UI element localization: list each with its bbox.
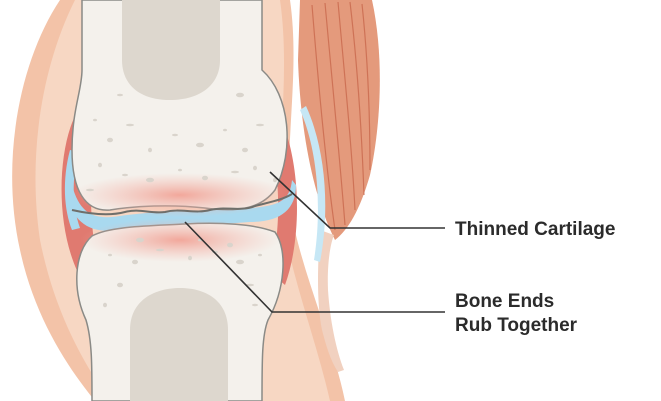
femur-marrow bbox=[122, 0, 220, 100]
bone-speckle bbox=[258, 254, 262, 257]
label-bone-ends-line2: Rub Together bbox=[455, 314, 577, 338]
bone-speckle bbox=[223, 129, 227, 132]
bone-speckle bbox=[236, 260, 244, 265]
bone-speckle bbox=[242, 148, 248, 153]
bone-speckle bbox=[98, 163, 102, 168]
bone-speckle bbox=[252, 304, 258, 307]
tibia-marrow bbox=[130, 288, 228, 401]
bone-speckle bbox=[136, 238, 144, 243]
bone-speckle bbox=[122, 174, 128, 177]
bone-speckle bbox=[202, 176, 208, 181]
label-thinned-cartilage: Thinned Cartilage bbox=[455, 218, 615, 242]
bone-speckle bbox=[117, 94, 123, 97]
bone-speckle bbox=[178, 169, 182, 172]
bone-speckle bbox=[148, 148, 152, 153]
bone-speckle bbox=[156, 249, 164, 252]
bone-speckle bbox=[117, 283, 123, 288]
bone-speckle bbox=[108, 254, 112, 257]
bone-speckle bbox=[227, 243, 233, 248]
bone-speckle bbox=[256, 124, 264, 127]
bone-speckle bbox=[86, 189, 94, 192]
bone-speckle bbox=[132, 260, 138, 265]
bone-speckle bbox=[231, 171, 239, 174]
label-bone-ends-rub-together: Bone Ends Rub Together bbox=[455, 290, 577, 338]
label-bone-ends-line1: Bone Ends bbox=[455, 290, 577, 314]
bone-speckle bbox=[107, 138, 113, 143]
bone-speckle bbox=[253, 166, 257, 171]
bone-speckle bbox=[146, 178, 154, 183]
bone-speckle bbox=[126, 124, 134, 127]
bone-speckle bbox=[103, 303, 107, 308]
bone-speckle bbox=[188, 256, 192, 261]
bone-speckle bbox=[236, 93, 244, 98]
bone-speckle bbox=[196, 143, 204, 148]
bone-speckle bbox=[172, 134, 178, 137]
bone-speckle bbox=[93, 119, 97, 122]
